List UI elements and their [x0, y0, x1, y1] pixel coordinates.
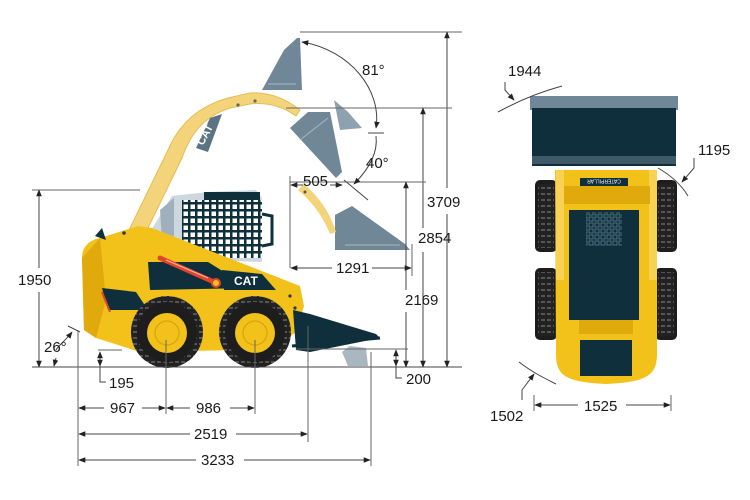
rear-wheel [219, 296, 291, 368]
bucket-ground [291, 310, 381, 366]
dim-length-without-bucket: 2519 [194, 426, 227, 443]
dim-length-with-bucket: 3233 [201, 452, 234, 469]
top-view-tires [535, 180, 677, 340]
body-cat-logo: CAT [234, 274, 258, 288]
dim-bucket-turning-radius: 1944 [508, 63, 541, 80]
dim-departure-angle: 26° [44, 339, 67, 356]
bucket-raised-dump-icon [290, 100, 362, 178]
top-view-bucket-lip [530, 96, 678, 110]
bucket-raised-max-icon [262, 38, 302, 90]
small-lift-arm-icon [298, 184, 336, 234]
caterpillar-badge-text: CATERPILLAR [587, 178, 621, 184]
caterpillar-badge [580, 178, 628, 186]
top-view-machine: CATERPILLAR [530, 96, 678, 384]
side-view-machine: CAT CAT [82, 38, 410, 368]
dim-reach-at-dump: 505 [303, 173, 328, 190]
dim-reach-level: 1291 [336, 260, 369, 277]
top-view-dimensions: 1944 1195 1502 1525 [490, 63, 730, 425]
front-wheel [131, 296, 203, 368]
dim-rear-axle-overhang: 967 [110, 400, 135, 417]
dim-rollback-angle: 81° [362, 62, 385, 79]
bucket-dump-height-icon [335, 206, 410, 250]
dim-dig-depth: 200 [406, 371, 431, 388]
dim-overall-height-cab: 1950 [18, 272, 51, 289]
dim-dump-height: 2169 [405, 292, 438, 309]
dim-overall-width: 1525 [584, 398, 617, 415]
side-view-dimensions: 3709 2854 2169 81° 40° 505 1291 [18, 31, 462, 469]
dim-rear-turning-radius: 1502 [490, 408, 523, 425]
dim-dump-angle: 40° [366, 155, 389, 172]
dim-ground-clearance: 195 [109, 375, 134, 392]
lift-arm-boom: CAT [129, 92, 301, 233]
dim-wheelbase: 986 [196, 400, 221, 417]
dim-front-turning-radius: 1195 [698, 142, 730, 159]
dim-hinge-pin-height: 2854 [418, 230, 451, 247]
dim-overall-height-raised: 3709 [427, 194, 460, 211]
